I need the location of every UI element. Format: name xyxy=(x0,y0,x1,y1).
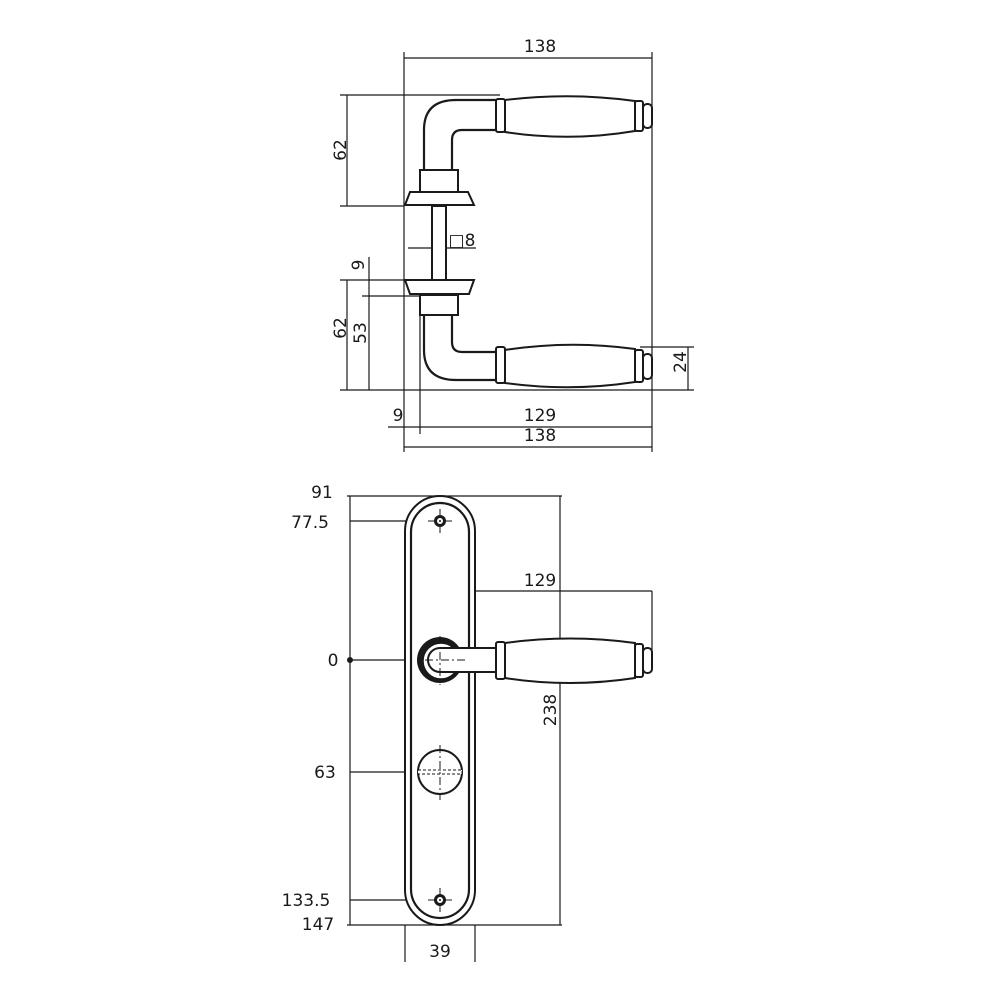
label-projection: 129 xyxy=(524,406,556,426)
label-keyhole: 63 xyxy=(314,763,336,783)
spindle xyxy=(431,205,447,281)
label-rose-offset: 9 xyxy=(349,260,369,271)
label-top: 91 xyxy=(311,483,333,503)
backplate xyxy=(404,495,476,926)
label-neck-height: 53 xyxy=(351,322,371,344)
label-upper-height: 62 xyxy=(331,139,351,161)
side-view: 138 62 □8 9 62 53 24 9 129 138 xyxy=(331,37,694,452)
label-lower-height: 62 xyxy=(331,317,351,339)
label-plate-width: 39 xyxy=(429,942,451,962)
bottom-screw xyxy=(428,888,452,912)
label-overall-width: 138 xyxy=(524,37,556,57)
label-handle-axis: 0 xyxy=(328,651,339,671)
label-overall-width-bottom: 138 xyxy=(524,426,556,446)
top-screw xyxy=(428,509,452,533)
front-handle xyxy=(417,636,653,685)
label-spindle: □8 xyxy=(449,231,476,251)
upper-handle xyxy=(403,95,653,206)
label-left-offset: 9 xyxy=(393,406,404,426)
label-front-projection: 129 xyxy=(524,571,556,591)
privacy-turn xyxy=(417,745,463,800)
label-top-screw: 77.5 xyxy=(291,513,329,533)
front-view: 91 77.5 0 63 133.5 147 238 39 129 xyxy=(282,483,653,962)
label-bottom: 147 xyxy=(302,915,334,935)
label-bottom-screw: 133.5 xyxy=(282,891,331,911)
backplate-inner-edge xyxy=(409,501,471,920)
label-plate-height: 238 xyxy=(541,694,561,726)
label-grip-height: 24 xyxy=(671,351,691,373)
lower-handle xyxy=(403,279,653,389)
origin-dot xyxy=(347,657,353,663)
